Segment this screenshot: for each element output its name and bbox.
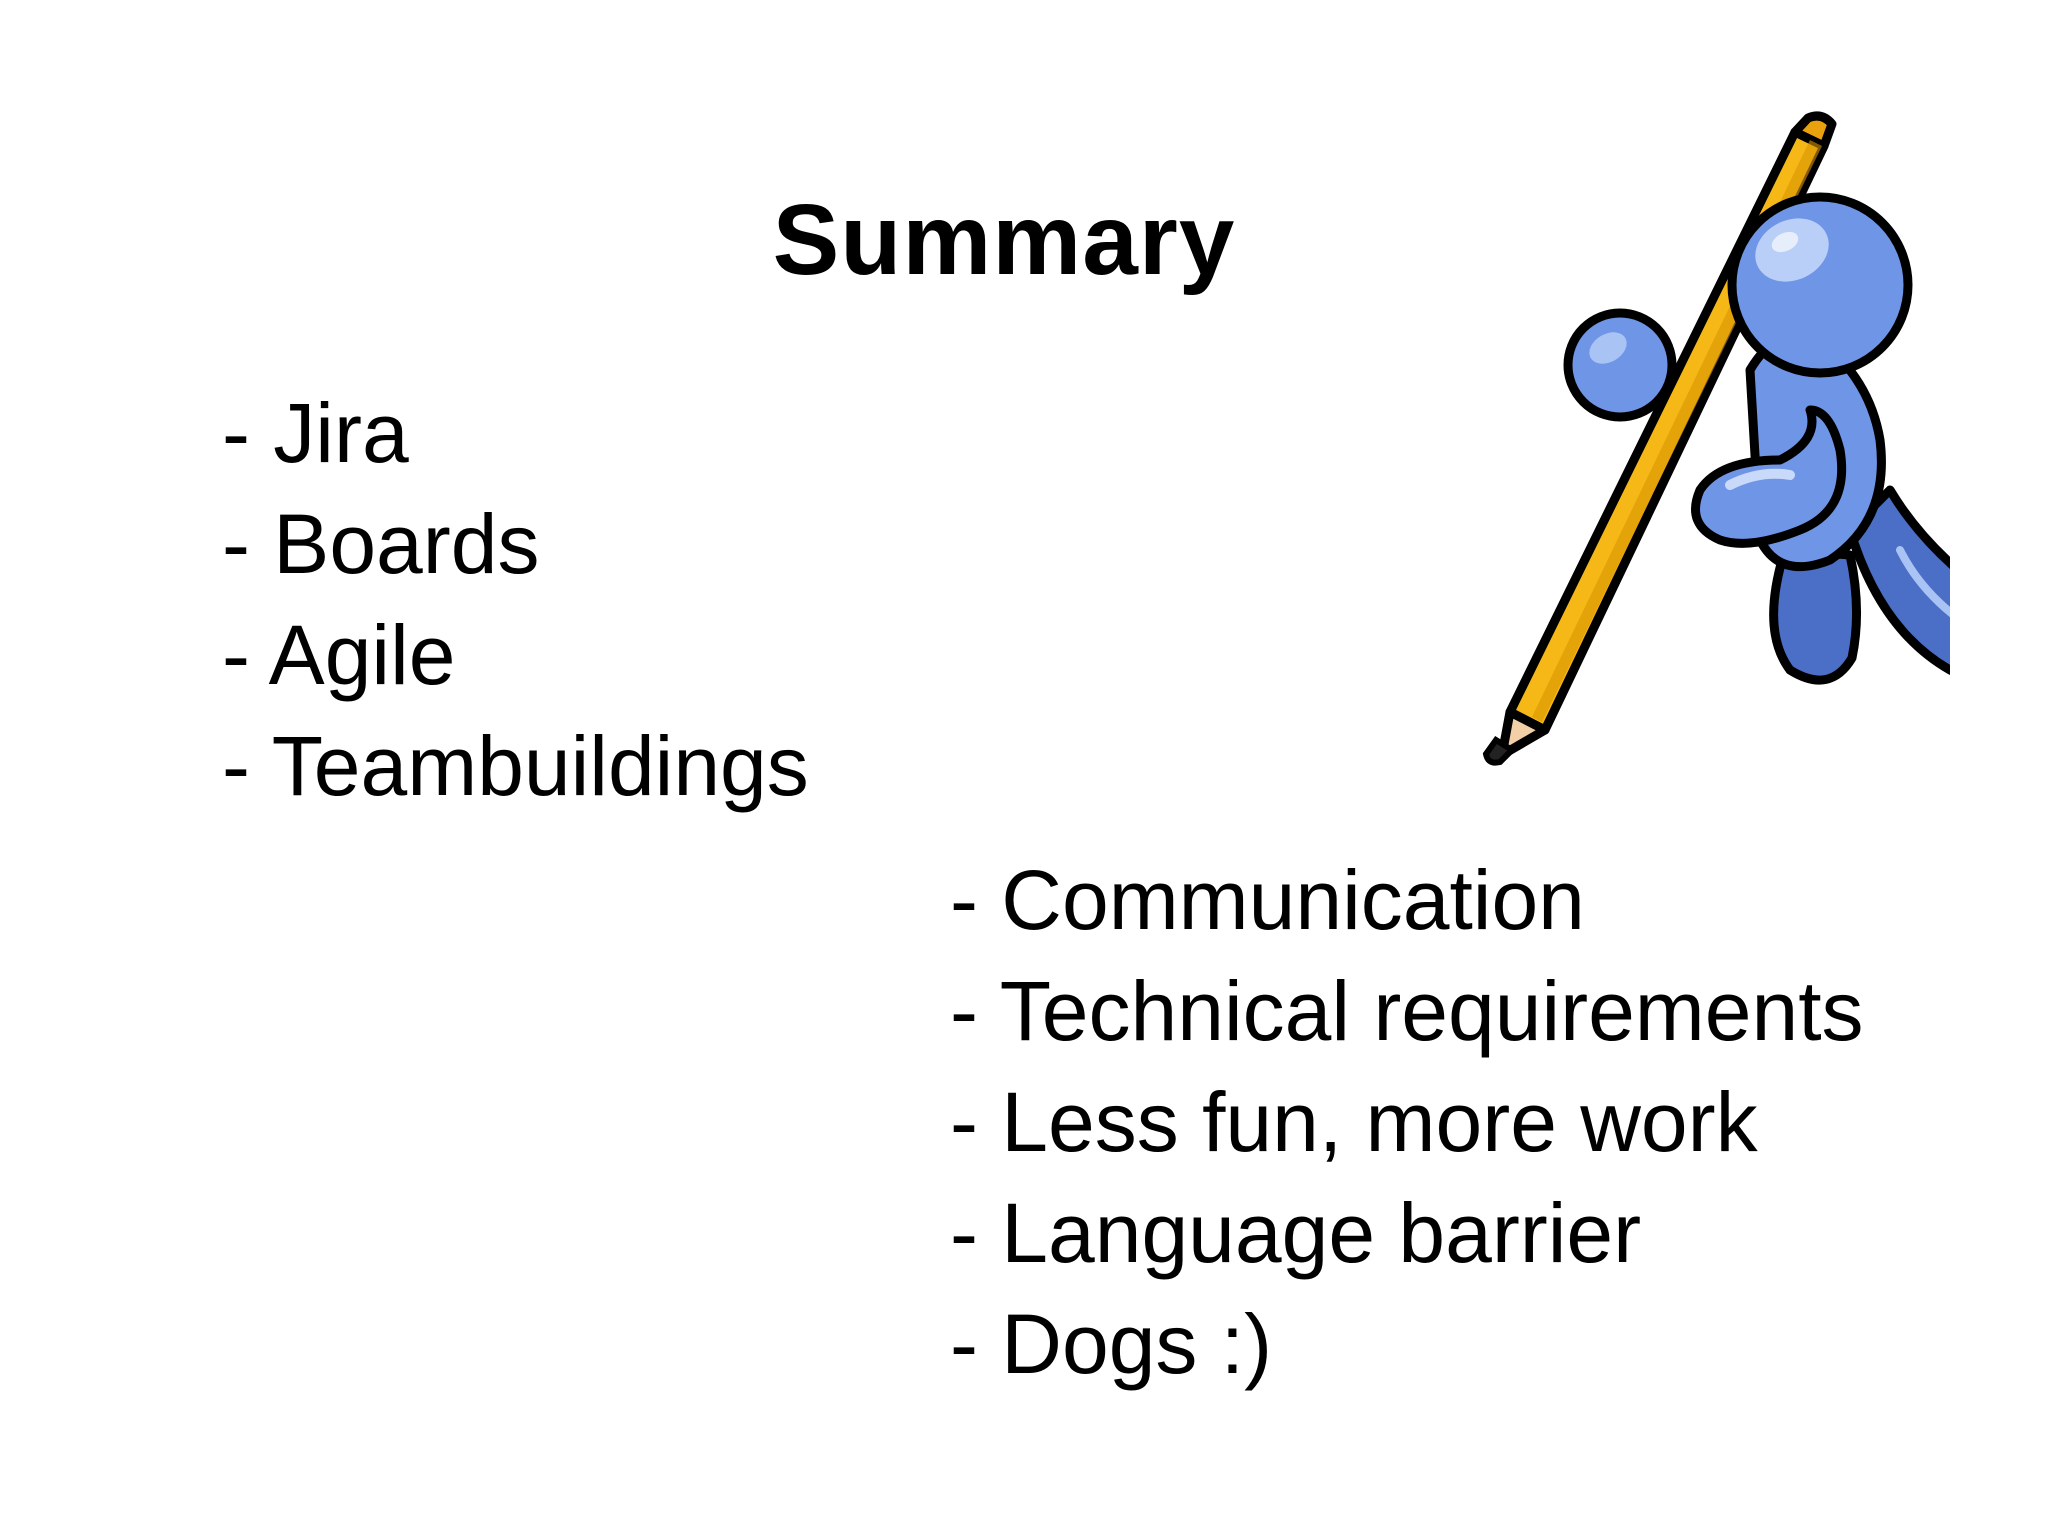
list-item: - Agile bbox=[222, 608, 456, 702]
right-bullet-list: - Communication - Technical requirements… bbox=[950, 845, 1864, 1400]
list-item: - Dogs :) bbox=[950, 1297, 1273, 1391]
slide-title: Summary bbox=[772, 184, 1236, 296]
list-item: - Boards bbox=[222, 497, 540, 591]
list-item: - Less fun, more work bbox=[950, 1075, 1758, 1169]
left-bullet-list: - Jira - Boards - Agile - Teambuildings bbox=[222, 378, 809, 822]
list-item: - Communication bbox=[950, 853, 1585, 947]
list-item: - Technical requirements bbox=[950, 964, 1864, 1058]
list-item: - Teambuildings bbox=[222, 719, 809, 813]
pencil-figure-icon bbox=[1482, 111, 1950, 766]
list-item: - Jira bbox=[222, 386, 409, 480]
list-item: - Language barrier bbox=[950, 1186, 1642, 1280]
